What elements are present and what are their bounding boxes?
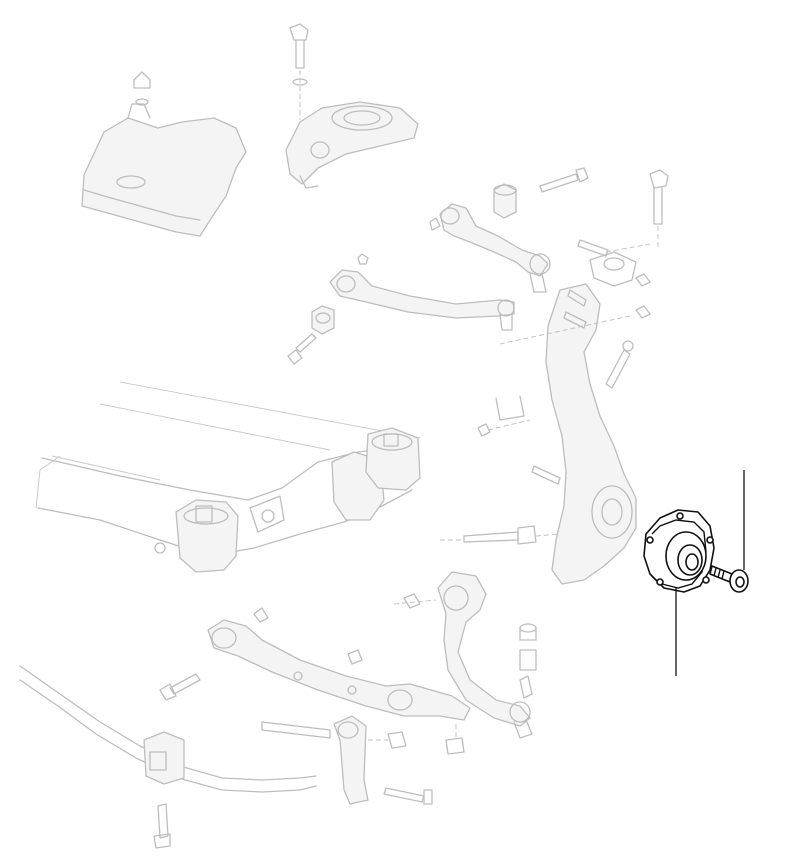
arm-bushing-rear	[311, 305, 335, 335]
lower-rear-bolts	[159, 607, 465, 755]
hub-bolt	[709, 565, 749, 593]
wheel-hub-bearing	[643, 509, 715, 593]
upper-control-arm-rear	[329, 269, 515, 331]
lower-stack-bushing	[519, 623, 537, 671]
lower-front-nut	[393, 593, 533, 699]
knuckle-bracket	[477, 395, 531, 437]
upper-control-arm-front	[439, 203, 551, 293]
arm-bolt-rear	[287, 253, 369, 365]
stabilizer-bar	[19, 665, 317, 793]
lower-long-bolt	[440, 525, 561, 545]
subframe	[35, 381, 421, 573]
lower-rear-arm	[207, 619, 471, 721]
shield-nut	[133, 71, 151, 106]
stabilizer-link	[261, 715, 433, 805]
arm-bushing-front	[493, 183, 517, 219]
steering-knuckle	[545, 251, 637, 585]
splash-shield	[81, 103, 247, 237]
stabilizer-mount-bolt	[153, 803, 171, 849]
strut-top-mount	[285, 101, 419, 189]
lower-front-arm	[437, 571, 533, 739]
leader-lines	[675, 470, 745, 676]
knuckle-small-bolts	[499, 273, 651, 389]
arm-bolt-front	[429, 167, 589, 231]
knuckle-sensor-bolt	[531, 465, 561, 485]
knuckle-pinch-bolt	[577, 169, 669, 257]
top-mount-bolt	[289, 23, 309, 120]
